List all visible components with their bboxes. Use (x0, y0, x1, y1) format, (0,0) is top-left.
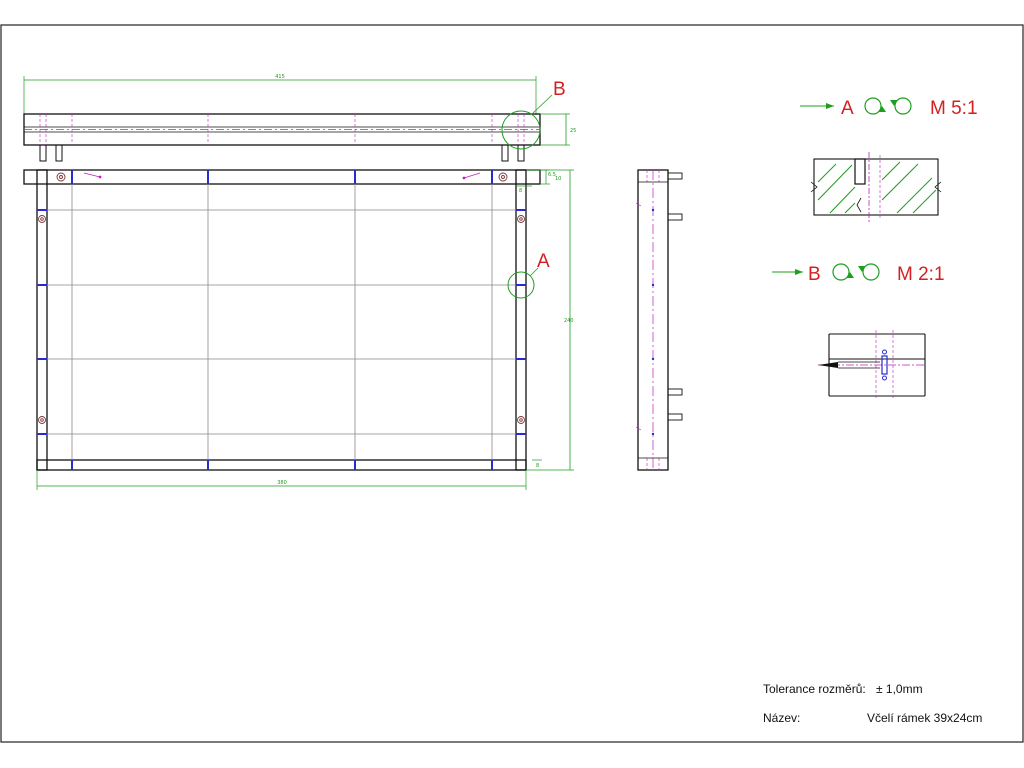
callout-b-label: B (553, 79, 566, 100)
dim-top-length: 415 (275, 74, 285, 80)
dim-frame-height: 240 (564, 318, 574, 324)
top-view: 415 25 B (23, 74, 576, 162)
dim-side-height: 25 (570, 128, 576, 134)
side-view (635, 169, 683, 471)
title-block: Tolerance rozměrů: ± 1,0mm Název: Včelí … (763, 682, 982, 725)
detail-a: A M 5:1 (800, 97, 978, 222)
dim-offset-bottom: 8 (536, 463, 539, 469)
rotate-icon (864, 97, 882, 115)
dim-offset-top1: 6.5 (548, 172, 556, 178)
tolerance-value: ± 1,0mm (876, 682, 923, 696)
detail-b-letter: B (808, 264, 821, 285)
rotate-icon (832, 263, 850, 281)
name-value: Včelí rámek 39x24cm (867, 711, 982, 725)
detail-b-scale: M 2:1 (897, 264, 945, 285)
name-label: Název: (763, 711, 800, 725)
rotate-icon (862, 263, 880, 281)
rotate-icon (894, 97, 912, 115)
sheet-border (0, 24, 1024, 743)
detail-a-letter: A (841, 98, 854, 119)
dim-bottom-width: 380 (277, 480, 287, 486)
dim-offset-top2: 10 (555, 176, 561, 182)
tolerance-label: Tolerance rozměrů: (763, 682, 866, 696)
detail-b: B M 2:1 (772, 263, 945, 400)
callout-a-label: A (537, 251, 550, 272)
dim-offset-small: 8 (519, 188, 522, 194)
front-view: 240 6.5 10 8 8 380 A (23, 169, 574, 490)
detail-a-scale: M 5:1 (930, 98, 978, 119)
